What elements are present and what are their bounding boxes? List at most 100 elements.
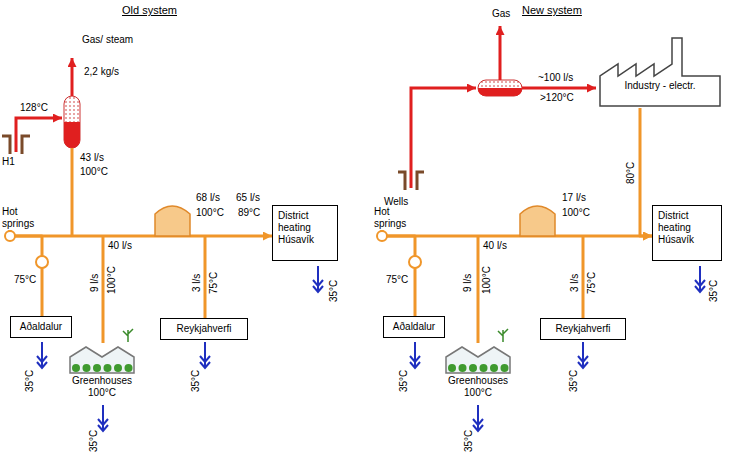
- plant: [104, 364, 112, 372]
- node-text: Aðaldalur: [388, 321, 440, 333]
- flow-label: 40 l/s: [108, 240, 132, 252]
- flow-label: 43 l/s: [80, 152, 104, 164]
- separator-water: [478, 88, 522, 96]
- plant-symbol: [498, 329, 508, 342]
- node-text: District heating Húsavík: [278, 210, 332, 246]
- hot-spring-label: Hot springs: [2, 206, 42, 230]
- plant: [490, 364, 498, 372]
- flow-label: ~100 l/s: [538, 72, 573, 84]
- pipe-connector: [382, 230, 415, 316]
- flow-label: 75°C: [14, 274, 36, 286]
- drain-symbol: [473, 405, 483, 431]
- flow-label: 100°C: [562, 207, 590, 219]
- drain-symbol: [578, 342, 588, 368]
- flow-value: 35°C: [568, 370, 580, 392]
- node-text: Reykjahverfi: [545, 323, 621, 335]
- hot-water-pipe: [71, 148, 74, 236]
- flow-value: 35°C: [463, 430, 475, 452]
- flow-label: Gas/ steam: [82, 34, 133, 46]
- consumer-box: Reykjahverfi: [540, 318, 626, 340]
- drain-symbol: [695, 266, 705, 292]
- greenhouse-icon: [438, 343, 518, 375]
- pipe-connector: [640, 108, 652, 236]
- pipe-temperature: 80°C: [625, 162, 637, 184]
- flow-label: 89°C: [238, 207, 260, 219]
- greenhouse-icon: [62, 343, 142, 375]
- node-text: Reykjahverfi: [165, 323, 243, 335]
- flow-value: 75°C: [208, 272, 220, 294]
- factory-building: [600, 38, 720, 106]
- node-text: Industry - electr.: [598, 30, 722, 92]
- greenhouse-outline: [446, 347, 510, 373]
- separator-water: [64, 122, 80, 148]
- flow-value: 35°C: [24, 370, 36, 392]
- pump-symbol: [409, 256, 421, 268]
- drain-symbol: [313, 266, 323, 292]
- plant: [459, 364, 467, 372]
- hot-spring-label: Hot springs: [374, 206, 414, 230]
- flow-value: 35°C: [328, 280, 340, 302]
- node-text: District heating Húsavík: [658, 210, 716, 246]
- plant: [114, 364, 122, 372]
- flow-value: 35°C: [190, 370, 202, 392]
- pipe-connector: [382, 230, 652, 236]
- flow-value: 35°C: [88, 430, 100, 452]
- flow-value: 35°C: [708, 280, 720, 302]
- factory-node: Industry - electr.: [598, 30, 722, 108]
- flow-value: 100°C: [481, 266, 493, 294]
- hot-spring-symbol: [5, 231, 15, 241]
- flow-value: 3 l/s: [569, 274, 581, 292]
- greenhouse-node: Greenhouses 100°C: [438, 343, 518, 399]
- flow-label: 65 l/s: [236, 192, 260, 204]
- separator: [64, 96, 80, 148]
- node-text: Aðaldalur: [15, 321, 67, 333]
- plant: [125, 364, 133, 372]
- flow-label: 100°C: [196, 207, 224, 219]
- drain-symbol: [410, 342, 420, 368]
- plant: [469, 364, 477, 372]
- pipe-connector: [10, 230, 272, 236]
- flow-label: Wells: [384, 196, 408, 208]
- system-title: Old system: [122, 4, 177, 17]
- district-heating-box: District heating Húsavík: [272, 205, 338, 261]
- district-heating-box: District heating Húsavík: [652, 205, 722, 261]
- pipe-connector: [10, 230, 42, 316]
- flow-value: 75°C: [586, 272, 598, 294]
- consumer-box: Aðaldalur: [10, 316, 72, 338]
- storage-tank: [155, 206, 190, 236]
- steam-pipe: [411, 88, 476, 188]
- gas-arrow: [71, 58, 74, 96]
- flow-label: H1: [2, 156, 15, 168]
- flow-label: 75°C: [386, 274, 408, 286]
- flow-label: 100°C: [80, 166, 108, 178]
- drain-symbol: [37, 342, 47, 368]
- plant: [501, 364, 509, 372]
- node-text: Greenhouses 100°C: [62, 375, 142, 399]
- flow-label: 68 l/s: [196, 192, 220, 204]
- greenhouse-node: Greenhouses 100°C: [62, 343, 142, 399]
- pump-symbol: [36, 256, 48, 268]
- flow-label: 128°C: [20, 102, 48, 114]
- separator: [478, 80, 522, 96]
- plant: [72, 364, 80, 372]
- node-text: Hot springs: [2, 206, 42, 230]
- plant: [83, 364, 91, 372]
- system-title: New system: [522, 4, 582, 17]
- plant: [93, 364, 101, 372]
- factory-outline: [598, 30, 722, 108]
- node-text: Hot springs: [374, 206, 414, 230]
- flow-value: 9 l/s: [89, 274, 101, 292]
- node-text: Greenhouses 100°C: [438, 375, 518, 399]
- flow-value: 9 l/s: [462, 274, 474, 292]
- flow-label: 2,2 kg/s: [84, 66, 119, 78]
- flow-label: 40 l/s: [483, 240, 507, 252]
- flow-label: >120°C: [540, 92, 574, 104]
- consumer-box: Reykjahverfi: [160, 318, 248, 340]
- flow-value: 35°C: [398, 370, 410, 392]
- flow-label: Gas: [492, 8, 510, 20]
- flow-label: 17 l/s: [562, 192, 586, 204]
- drain-symbol: [98, 405, 108, 431]
- flow-value: 100°C: [106, 266, 118, 294]
- consumer-box: Aðaldalur: [383, 316, 445, 338]
